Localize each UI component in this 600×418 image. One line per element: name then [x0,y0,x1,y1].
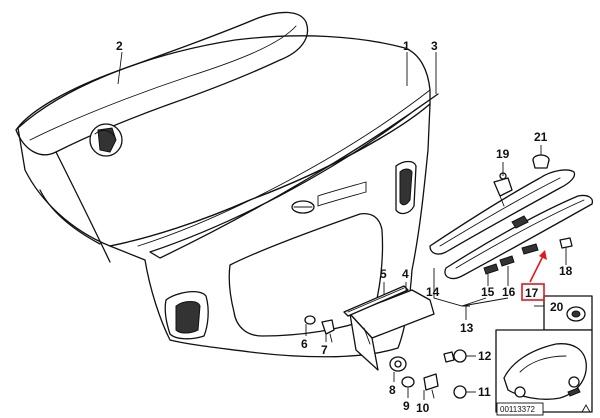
label-19: 19 [496,147,510,161]
part-labels: 2 1 3 21 19 18 5 4 14 15 16 20 13 6 7 12… [116,39,573,415]
nut-6 [304,315,316,325]
trunk-lid [17,35,439,358]
screw-7 [321,319,335,343]
label-2: 2 [116,39,123,53]
label-3: 3 [431,39,438,53]
label-1: 1 [403,39,410,53]
trim-strip-lower [444,194,594,280]
label-8: 8 [389,383,396,397]
clip-16 [499,255,515,267]
cap-12 [443,349,467,363]
clip-17 [521,243,539,255]
nut-9 [401,376,415,388]
label-5: 5 [380,267,387,281]
label-9: 9 [403,399,410,413]
label-4: 4 [402,267,409,281]
label-12: 12 [478,349,492,363]
label-13: 13 [460,321,474,335]
clip-15 [483,263,499,275]
inset-box [495,295,593,413]
label-20: 20 [550,300,564,314]
highlight-arrow [529,250,547,283]
label-10: 10 [416,401,430,415]
label-6: 6 [301,337,308,351]
label-15: 15 [481,285,495,299]
cap-11 [453,385,467,399]
license-bracket [343,285,435,371]
label-14: 14 [426,285,440,299]
washer-8 [389,356,407,372]
trim-strip-upper [429,169,576,255]
label-21: 21 [534,130,548,144]
grommet-21 [532,154,550,169]
label-17: 17 [525,286,539,300]
highlighted-part-17: 17 [521,283,545,301]
leader-lines [117,51,567,400]
bolt-10 [423,373,439,399]
label-18: 18 [559,264,573,278]
label-16: 16 [502,285,516,299]
screw-18 [559,237,573,257]
diagram-id: 00113372 [496,402,591,416]
label-11: 11 [478,385,491,399]
label-7: 7 [321,343,328,357]
diagram-id-text: 00113372 [500,405,536,414]
